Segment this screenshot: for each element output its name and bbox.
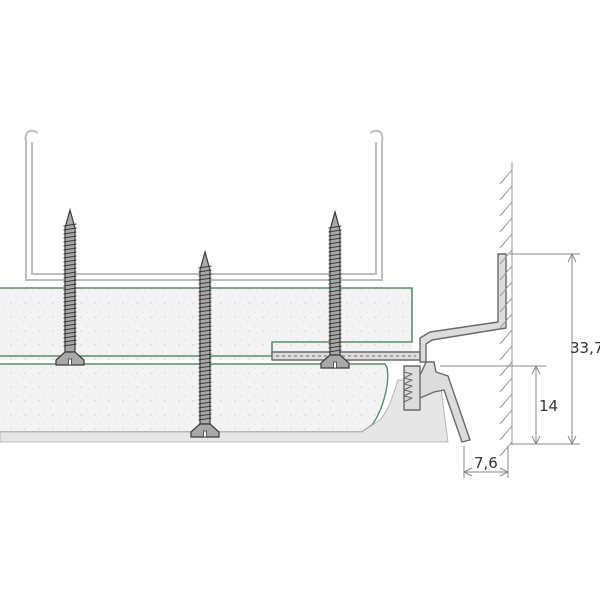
hatch-line [499, 329, 513, 345]
drywall-screw-icon [190, 249, 220, 438]
hatch-line [499, 313, 513, 329]
hatch-line [499, 297, 513, 313]
dimension-width: 7,6 [474, 454, 498, 472]
skim-layer [0, 379, 449, 443]
drywall-screw-icon [320, 209, 350, 369]
wall-hatch-icon [499, 162, 513, 457]
hatch-line [499, 185, 513, 201]
drywall-screw-group [55, 207, 350, 438]
hatch-line [499, 169, 513, 185]
hatch-line [499, 201, 513, 217]
dimension-lines [440, 252, 580, 478]
dimension-lower-height: 14 [539, 397, 558, 415]
hatch-line [499, 265, 513, 281]
shadow-gap-profile-icon [271, 253, 507, 443]
hatch-line [499, 377, 513, 393]
hatch-line [499, 361, 513, 377]
hatch-line [499, 281, 513, 297]
hatch-line [499, 409, 513, 425]
hatch-line [499, 393, 513, 409]
hatch-line [499, 217, 513, 233]
hatch-line [499, 425, 513, 441]
lower-plasterboard [0, 363, 389, 433]
dimension-total-height: 33,7 [570, 339, 600, 357]
hatch-line [499, 233, 513, 249]
drywall-screw-icon [55, 207, 85, 366]
hatch-line [499, 345, 513, 361]
hatch-line [499, 249, 513, 265]
